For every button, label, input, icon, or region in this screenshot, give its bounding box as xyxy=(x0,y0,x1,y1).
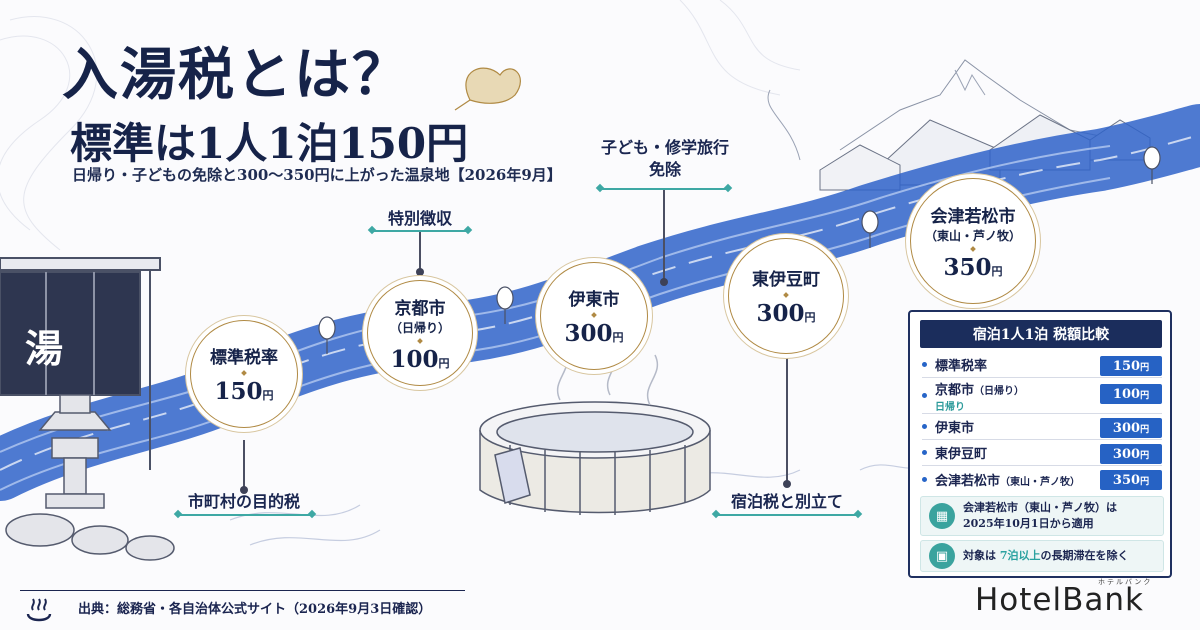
connector-knob xyxy=(416,268,424,276)
connector-line xyxy=(663,190,665,282)
stop-amount: 150円 xyxy=(214,378,274,405)
paper-lanterns xyxy=(318,146,1161,354)
connector-knob xyxy=(240,486,248,494)
bullet-icon xyxy=(922,393,927,398)
wooden-tub xyxy=(479,344,711,515)
logo-kana: ホテルバンク xyxy=(1098,578,1153,586)
stop-amount: 100円 xyxy=(390,345,450,373)
hotelbank-logo[interactable]: HotelBank xyxy=(975,582,1144,618)
annotation-separate-from-lodging-tax: 宿泊税と別立て xyxy=(730,492,843,511)
connector-line xyxy=(419,230,421,278)
annotation-rule xyxy=(372,230,468,232)
stop-divider xyxy=(241,370,247,376)
stop-kyoto: 京都市 （日帰り） 100円 xyxy=(367,280,473,386)
stone-lantern xyxy=(5,394,175,561)
footer: 出典：総務省・各自治体公式サイト（2026年9月3日確認） xyxy=(0,588,1200,630)
row-label: 京都市（日帰り）日帰り xyxy=(935,382,1025,413)
row-label: 伊東市 xyxy=(935,421,975,436)
panel-title: 宿泊1人1泊 税額比較 xyxy=(920,320,1162,348)
onsen-icon xyxy=(26,598,52,622)
row-label: 会津若松市（東山・芦ノ牧） xyxy=(935,473,1081,489)
noren-character: 湯 xyxy=(24,326,63,371)
ginkgo-leaf xyxy=(454,67,521,111)
connector-knob xyxy=(783,480,791,488)
noren-gate xyxy=(0,257,161,470)
stop-name: 東伊豆町 xyxy=(752,270,820,290)
bullet-icon xyxy=(922,362,927,367)
row-sublabel: 日帰り xyxy=(935,401,965,413)
annotation-rule xyxy=(178,514,312,516)
stop-aizuwakamatsu: 会津若松市 （東山・芦ノ牧） 350円 xyxy=(910,178,1036,304)
calendar-icon: ▦ xyxy=(929,503,955,529)
page-title: 入湯税とは？ xyxy=(62,42,410,108)
annotation-exemption-line2: 免除 xyxy=(648,159,681,179)
connector-line xyxy=(786,350,788,485)
connector-line xyxy=(243,440,245,490)
stop-divider xyxy=(783,292,789,298)
annotation-rule xyxy=(716,514,858,516)
annotation-special-collection: 特別徴収 xyxy=(387,209,452,228)
annotation-exemption-line1: 子ども・修学旅行 xyxy=(600,138,729,157)
stop-divider xyxy=(591,312,597,318)
bullet-icon xyxy=(922,424,927,429)
note-line1: 会津若松市（東山・芦ノ牧）は xyxy=(963,501,1117,515)
stop-sub: （東山・芦ノ牧） xyxy=(924,228,1021,243)
source-citation: 出典：総務省・各自治体公式サイト（2026年9月3日確認） xyxy=(78,602,432,617)
stop-divider xyxy=(970,245,976,252)
stop-name: 会津若松市 xyxy=(930,206,1016,227)
annotation-municipal-tax: 市町村の目的税 xyxy=(187,492,300,511)
stop-amount: 300円 xyxy=(564,320,624,347)
annotation-exemption: 子ども・修学旅行 免除 xyxy=(590,137,740,180)
page-title-line2: 標準は1人1泊150円 xyxy=(70,119,469,168)
stop-divider xyxy=(417,337,423,344)
stop-ito: 伊東市 300円 xyxy=(540,262,648,370)
note-effective-date: ▦ 会津若松市（東山・芦ノ牧）は 2025年10月1日から適用 xyxy=(920,496,1164,536)
note-line2: 2025年10月1日から適用 xyxy=(963,517,1094,530)
stop-name: 標準税率 xyxy=(210,348,278,368)
contour-lines xyxy=(0,0,801,251)
connector-knob xyxy=(660,278,668,286)
stop-name: 伊東市 xyxy=(568,290,620,310)
note2-post: の長期滞在を除く xyxy=(1040,549,1129,563)
suitcase-icon: ▣ xyxy=(929,543,955,569)
bullet-icon xyxy=(922,476,927,482)
page-subtitle: 日帰り・子どもの免除と300〜350円に上がった温泉地【2026年9月】 xyxy=(72,166,562,184)
stop-sub: （日帰り） xyxy=(389,320,450,335)
stop-name: 京都市 xyxy=(394,298,446,319)
row-label: 東伊豆町 xyxy=(935,447,988,462)
note-long-stay: ▣ 対象は 7泊以上の長期滞在を除く xyxy=(920,540,1164,572)
annotation-rule xyxy=(600,188,728,190)
stop-amount: 300円 xyxy=(756,300,816,327)
bullet-icon xyxy=(922,450,927,455)
stop-amount: 350円 xyxy=(943,253,1003,281)
note2-pre: 対象は xyxy=(963,549,996,563)
row-label: 標準税率 xyxy=(935,359,988,374)
stop-standard-rate: 標準税率 150円 xyxy=(190,320,298,428)
note2-highlight: 7泊以上 xyxy=(999,549,1041,563)
stop-higashiizu: 東伊豆町 300円 xyxy=(728,238,844,354)
footer-rule xyxy=(20,590,465,591)
